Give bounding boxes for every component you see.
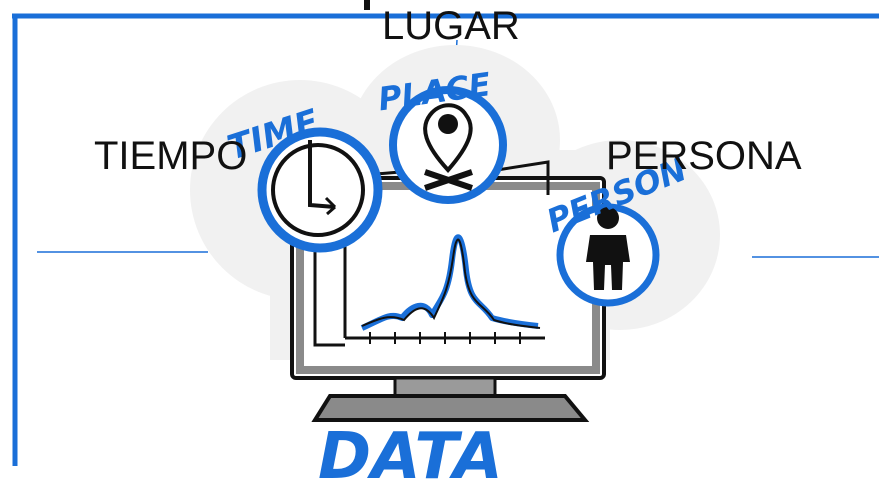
time-clock [257, 127, 383, 253]
top-notch [364, 0, 370, 10]
data-word: DATA [318, 420, 503, 483]
persona-label: PERSONA [606, 134, 802, 178]
chart [343, 230, 545, 344]
place-pin [389, 86, 507, 204]
person-figure [556, 203, 660, 307]
tiempo-label: TIEMPO [94, 134, 248, 178]
lugar-label: LUGAR [382, 4, 520, 48]
